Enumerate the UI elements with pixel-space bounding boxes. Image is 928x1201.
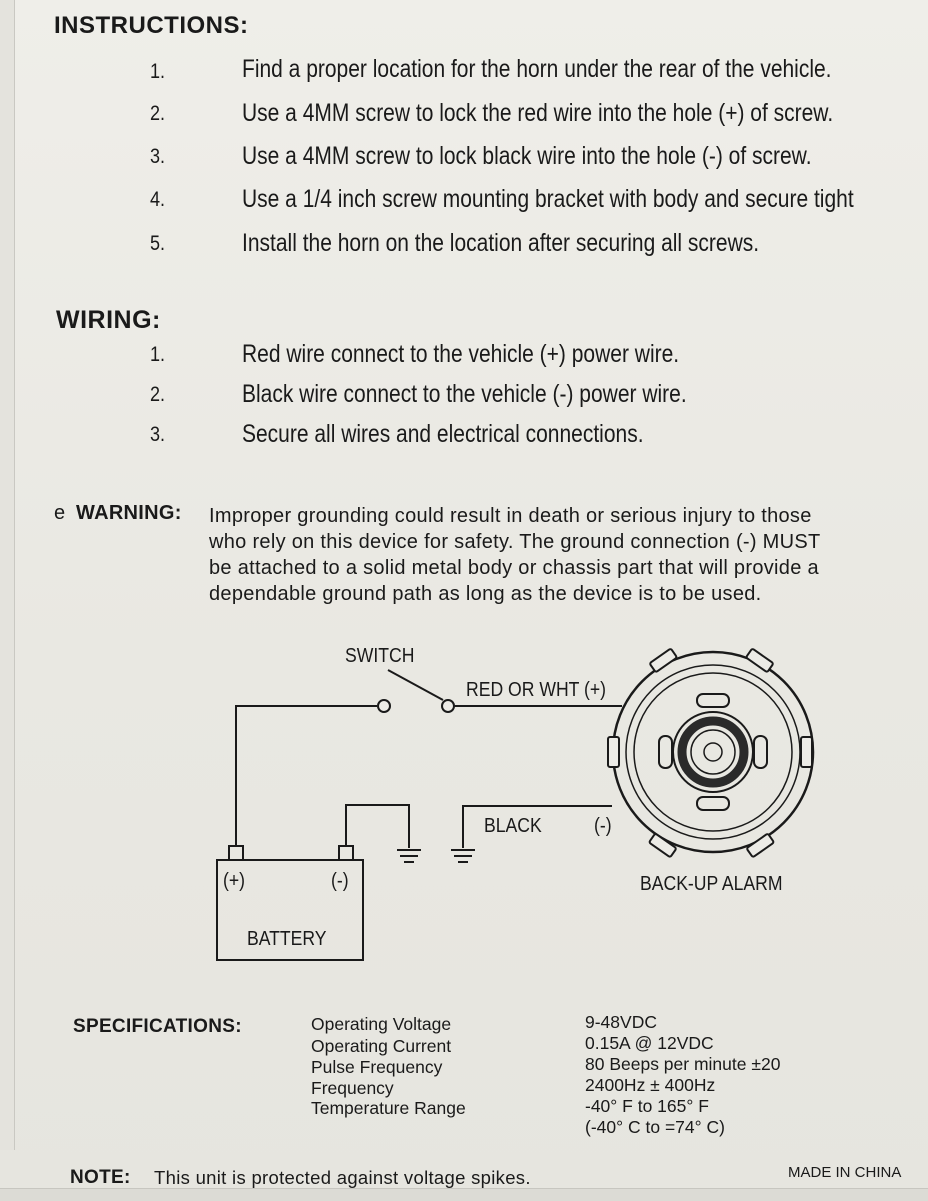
spec-value: 2400Hz ± 400Hz bbox=[585, 1075, 716, 1095]
wiring-heading: WIRING: bbox=[56, 306, 161, 334]
wiring-step: Red wire connect to the vehicle (+) powe… bbox=[242, 340, 680, 368]
battery-negative-terminal bbox=[338, 845, 354, 861]
warning-label: WARNING: bbox=[76, 502, 182, 524]
spec-name: Frequency bbox=[311, 1078, 394, 1098]
spec-name: Operating Current bbox=[311, 1036, 452, 1056]
spec-name: Pulse Frequency bbox=[311, 1057, 443, 1077]
battery-box bbox=[216, 859, 364, 961]
switch-contact-left bbox=[377, 699, 391, 713]
instruction-number: 4. bbox=[150, 188, 166, 211]
instruction-number: 3. bbox=[150, 145, 166, 168]
ground-symbol bbox=[451, 849, 475, 863]
warning-text-line: Improper grounding could result in death… bbox=[209, 505, 812, 527]
switch-contact-right bbox=[441, 699, 455, 713]
note-text: This unit is protected against voltage s… bbox=[154, 1167, 531, 1188]
battery-positive-terminal bbox=[228, 845, 244, 861]
wiring-number: 1. bbox=[150, 343, 166, 366]
instruction-number: 5. bbox=[150, 232, 166, 255]
wiring-number: 3. bbox=[150, 423, 166, 446]
spec-name: Operating Voltage bbox=[311, 1014, 452, 1034]
ground-symbol bbox=[397, 849, 421, 863]
specifications-heading: SPECIFICATIONS: bbox=[73, 1016, 242, 1037]
instruction-number: 1. bbox=[150, 60, 166, 83]
wiring-step: Black wire connect to the vehicle (-) po… bbox=[242, 380, 687, 408]
black-polarity-label: (-) bbox=[594, 815, 612, 837]
backup-alarm-drawing bbox=[607, 648, 815, 858]
instruction-number: 2. bbox=[150, 102, 166, 125]
instruction-step: Install the horn on the location after s… bbox=[242, 229, 760, 257]
warning-text-line: dependable ground path as long as the de… bbox=[209, 583, 762, 605]
switch-lever bbox=[387, 669, 444, 701]
black-wire bbox=[462, 805, 612, 848]
spec-value: 0.15A @ 12VDC bbox=[585, 1033, 714, 1053]
note-label: NOTE: bbox=[70, 1167, 131, 1188]
black-wire-label: BLACK bbox=[484, 815, 542, 837]
wiring-step: Secure all wires and electrical connecti… bbox=[242, 420, 644, 448]
positive-wire bbox=[235, 705, 377, 846]
spec-value-extra: (-40° C to =74° C) bbox=[585, 1117, 725, 1137]
spec-name: Temperature Range bbox=[311, 1098, 466, 1118]
battery-negative-label: (-) bbox=[331, 870, 349, 892]
instruction-step: Find a proper location for the horn unde… bbox=[242, 55, 832, 83]
instructions-heading: INSTRUCTIONS: bbox=[54, 12, 249, 39]
red-wire-label: RED OR WHT (+) bbox=[466, 679, 606, 701]
battery-label: BATTERY bbox=[247, 928, 327, 950]
spec-value: 80 Beeps per minute ±20 bbox=[585, 1054, 781, 1074]
instruction-step: Use a 4MM screw to lock black wire into … bbox=[242, 142, 812, 170]
warning-text-line: who rely on this device for safety. The … bbox=[209, 531, 821, 553]
made-in-label: MADE IN CHINA bbox=[788, 1164, 902, 1181]
page-left-edge bbox=[0, 0, 15, 1150]
negative-wire bbox=[345, 804, 410, 848]
warning-prefix: e bbox=[54, 502, 66, 524]
spec-value: 9-48VDC bbox=[585, 1012, 657, 1032]
switch-label: SWITCH bbox=[345, 645, 415, 667]
instruction-step: Use a 4MM screw to lock the red wire int… bbox=[242, 99, 834, 127]
backup-alarm-label: BACK-UP ALARM bbox=[640, 873, 783, 895]
page-bottom-strip bbox=[0, 1188, 928, 1201]
spec-value: -40° F to 165° F bbox=[585, 1096, 709, 1116]
wiring-number: 2. bbox=[150, 383, 166, 406]
battery-positive-label: (+) bbox=[223, 870, 245, 892]
instruction-step: Use a 1/4 inch screw mounting bracket wi… bbox=[242, 185, 854, 213]
warning-text-line: be attached to a solid metal body or cha… bbox=[209, 557, 819, 579]
